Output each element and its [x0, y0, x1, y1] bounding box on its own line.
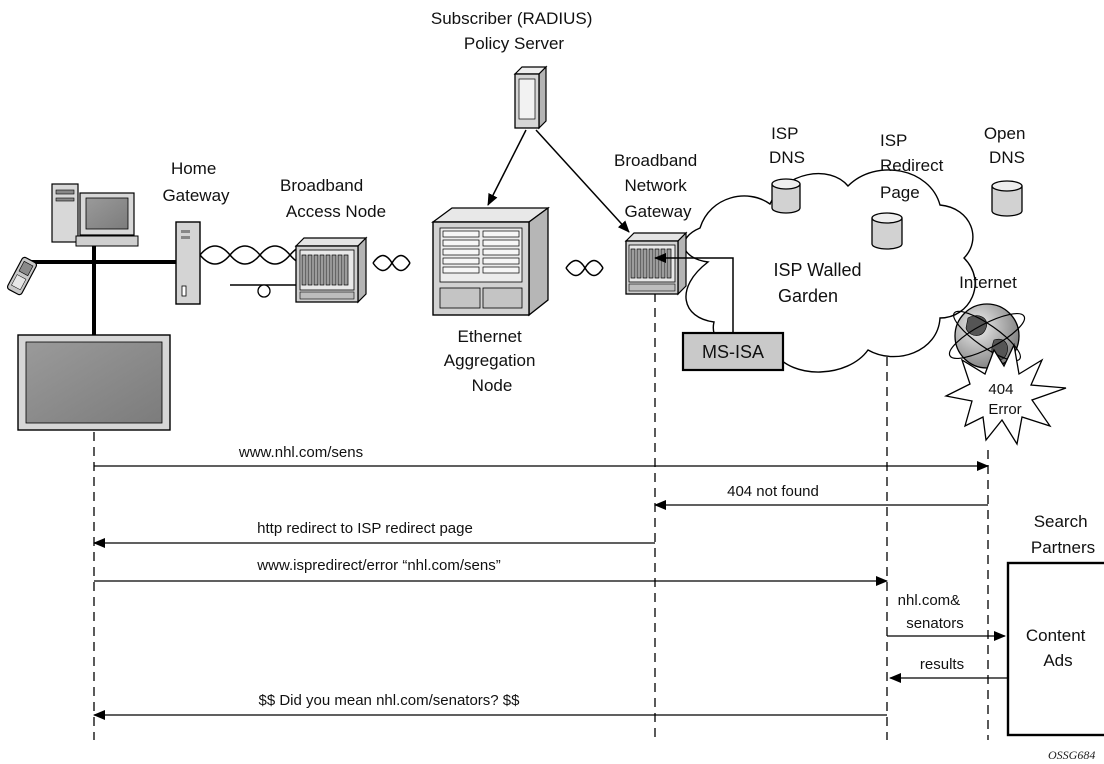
- message-label-7: $$ Did you mean nhl.com/senators? $$: [259, 692, 521, 709]
- search-partners-label: Search Partners: [1031, 512, 1095, 557]
- open-dns-label: Open DNS: [984, 124, 1030, 167]
- figure-id: OSSG684: [1048, 748, 1095, 762]
- open-dns-database-icon: [991, 180, 1023, 217]
- isp-redirect-label: ISP Redirect Page: [880, 131, 948, 202]
- isp-dns-database-icon: [771, 178, 801, 214]
- bng-label: Broadband Network Gateway: [614, 151, 702, 221]
- aggregation-node-label: Ethernet Aggregation Node: [444, 327, 540, 395]
- fiber-link-access-aggregation: [372, 254, 411, 272]
- television-icon: [17, 334, 171, 431]
- message-label-4: www.ispredirect/error “nhl.com/sens”: [256, 557, 500, 574]
- content-ads-box: [1006, 561, 1104, 737]
- walled-garden-label: ISP Walled Garden: [773, 260, 866, 306]
- radius-to-bng-link: [535, 129, 630, 233]
- error-404-label: 404 Error: [988, 381, 1021, 418]
- message-label-3: http redirect to ISP redirect page: [257, 520, 473, 537]
- radius-policy-server-icon: [513, 65, 548, 130]
- internet-label: Internet: [959, 273, 1017, 292]
- message-label-6: results: [920, 656, 964, 673]
- home-gateway-label: Home Gateway: [162, 159, 230, 205]
- isp-redirect-database-icon: [871, 212, 903, 250]
- ms-isa-box: [681, 331, 785, 372]
- home-gateway-device-icon: [175, 221, 201, 305]
- fiber-link-aggregation-bng: [565, 259, 604, 277]
- mobile-phone-icon: [6, 256, 38, 296]
- error-starburst: [943, 342, 1067, 446]
- message-label-5: nhl.com& senators: [898, 592, 965, 632]
- message-label-1: www.nhl.com/sens: [238, 444, 363, 461]
- ms-isa-to-bng-link: [654, 253, 734, 333]
- bng-chassis-icon: [624, 231, 688, 296]
- content-ads-label: Content Ads: [1026, 626, 1090, 670]
- message-label-2: 404 not found: [727, 483, 819, 500]
- ms-isa-label: MS-ISA: [702, 342, 764, 362]
- coax-link: [230, 284, 296, 298]
- isp-dns-label: ISP DNS: [769, 124, 805, 167]
- radius-to-aggregation-link: [487, 129, 527, 206]
- home-lan-bus: [28, 238, 180, 335]
- access-node-label: Broadband Access Node: [280, 176, 386, 221]
- radius-server-label: Subscriber (RADIUS) Policy Server: [431, 9, 597, 53]
- access-node-chassis-icon: [294, 236, 368, 304]
- aggregation-node-chassis-icon: [431, 206, 550, 317]
- desktop-computer-icon: [51, 183, 139, 247]
